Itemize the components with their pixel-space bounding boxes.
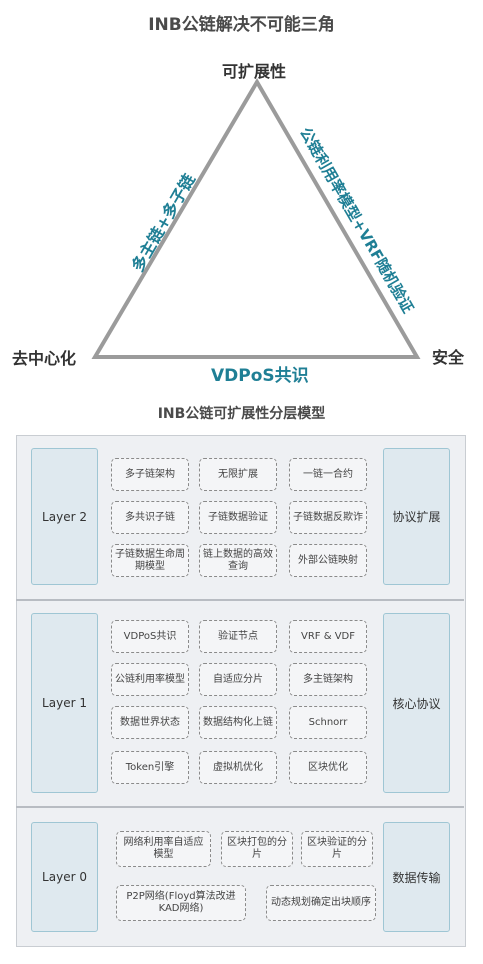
layer-cell: 链上数据的高效查询 [199,544,277,577]
triangle-outline [91,78,421,359]
layer-name: Layer 0 [31,822,98,932]
layer-0-band: Layer 0 数据传输 网络利用率自适应模型 区块打包的分片 区块验证的分片 … [16,808,464,945]
bottom-edge-label: VDPoS共识 [211,366,309,386]
layer-side-label: 数据传输 [383,822,450,932]
layers-title: INB公链可扩展性分层模型 [157,406,326,422]
layer-cell: 区块优化 [289,751,367,784]
layer-name: Layer 1 [31,613,98,793]
vertex-security: 安全 [432,348,465,367]
layer-cell: 子链数据验证 [199,501,277,534]
layer-cell: 多子链架构 [111,458,189,491]
layer-cell: 子链数据生命周期模型 [111,544,189,577]
layer-cell: 区块验证的分片 [301,831,373,867]
layer-cell: 区块打包的分片 [221,831,293,867]
layer-1-band: Layer 1 核心协议 VDPoS共识 验证节点 VRF & VDF 公链利用… [16,601,464,808]
layer-cell: 子链数据反欺诈 [289,501,367,534]
layer-cell: 数据世界状态 [111,706,189,739]
layer-cell: P2P网络(Floyd算法改进KAD网络) [116,885,246,921]
layer-cell: VDPoS共识 [111,620,189,653]
layer-cell: 外部公链映射 [289,544,367,577]
layer-cell: 多共识子链 [111,501,189,534]
layer-cell: 公链利用率模型 [111,663,189,696]
layer-cell: Token引擎 [111,751,189,784]
layer-cell: VRF & VDF [289,620,367,653]
layer-side-label: 核心协议 [383,613,450,793]
layer-cell: 多主链架构 [289,663,367,696]
layer-cell: 数据结构化上链 [199,706,277,739]
layer-cell: 验证节点 [199,620,277,653]
layer-2-band: Layer 2 协议扩展 多子链架构 无限扩展 一链一合约 多共识子链 子链数据… [16,437,464,601]
impossible-triangle [91,78,421,359]
layer-cell: 无限扩展 [199,458,277,491]
layer-side-label: 协议扩展 [383,448,450,585]
layer-cell: 一链一合约 [289,458,367,491]
vertex-decentralization: 去中心化 [12,349,77,368]
layer-cell: 自适应分片 [199,663,277,696]
layer-cell: 网络利用率自适应模型 [116,831,211,867]
vertex-scalability: 可扩展性 [222,62,287,81]
layer-cell: 虚拟机优化 [199,751,277,784]
layer-name: Layer 2 [31,448,98,585]
layer-cell: Schnorr [289,706,367,739]
layer-cell: 动态规划确定出块顺序 [266,885,376,921]
page-title: INB公链解决不可能三角 [148,15,335,35]
